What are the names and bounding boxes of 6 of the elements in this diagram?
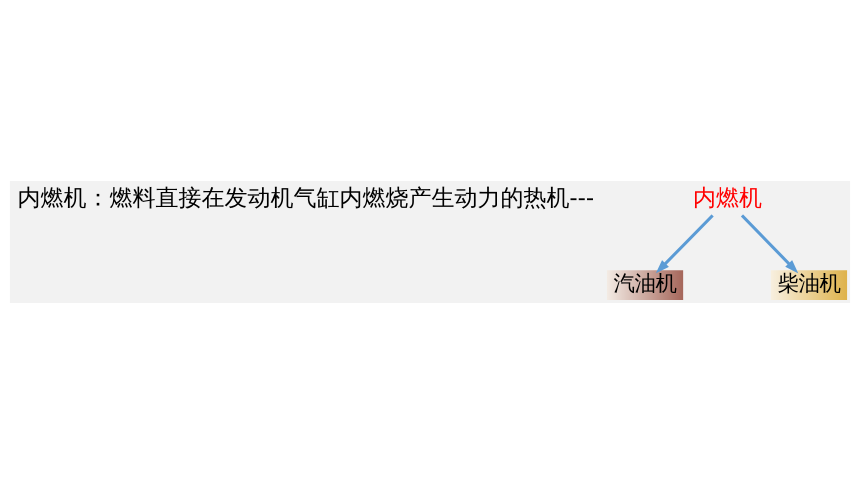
node-box: 汽油机 [606,270,684,300]
arrow [656,214,714,274]
arrow [740,214,798,274]
label: 内燃机：燃料直接在发动机气缸内燃烧产生动力的热机--- [17,185,594,212]
node-box: 柴油机 [770,270,848,300]
node-text: 内燃机 [692,185,762,212]
